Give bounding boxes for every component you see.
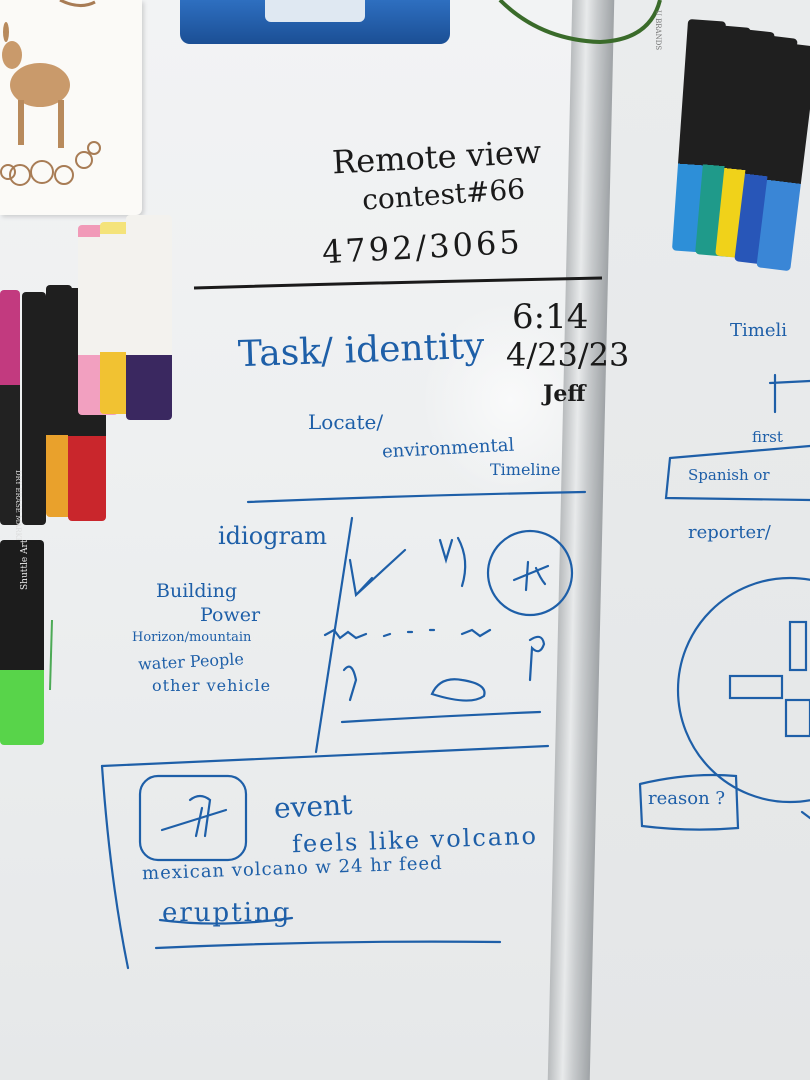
marker-magenta[interactable] bbox=[0, 290, 20, 525]
marker-black-1[interactable] bbox=[22, 292, 46, 525]
shuttle-label: Shuttle Art bbox=[20, 539, 30, 590]
fawn-illustration bbox=[0, 0, 101, 186]
eraser-holder bbox=[180, 0, 450, 44]
category-building: Building bbox=[156, 580, 237, 602]
event-line-3: erupting bbox=[162, 898, 292, 928]
right-reporter: reporter/ bbox=[688, 522, 771, 543]
category-vehicle: other vehicle bbox=[152, 676, 272, 695]
right-reason: reason ? bbox=[648, 788, 726, 809]
ideogram-label: idiogram bbox=[218, 522, 328, 550]
session-author: Jeff bbox=[543, 381, 586, 407]
marker-shuttle-green[interactable] bbox=[0, 540, 44, 745]
session-time: 6:14 bbox=[512, 297, 589, 337]
category-horizon: Horizon/mountain bbox=[132, 630, 252, 645]
session-date: 4/23/23 bbox=[506, 336, 630, 374]
task-locate: Locate/ bbox=[308, 410, 384, 434]
event-label: event bbox=[273, 787, 354, 826]
task-heading: Task/ identity bbox=[237, 325, 486, 376]
right-first: first bbox=[752, 428, 783, 446]
marker-purple[interactable] bbox=[126, 215, 172, 420]
right-timeline: Timeli bbox=[730, 320, 787, 341]
fawn-card bbox=[0, 0, 142, 215]
right-spanish: Spanish or bbox=[688, 466, 770, 484]
brand-label: U BRANDS bbox=[654, 10, 662, 51]
marker-black-orange[interactable] bbox=[46, 285, 72, 517]
category-power: Power bbox=[200, 604, 261, 626]
task-timeline: Timeline bbox=[490, 460, 561, 479]
marker-label: DRY ERASE MARKER bbox=[14, 470, 22, 549]
